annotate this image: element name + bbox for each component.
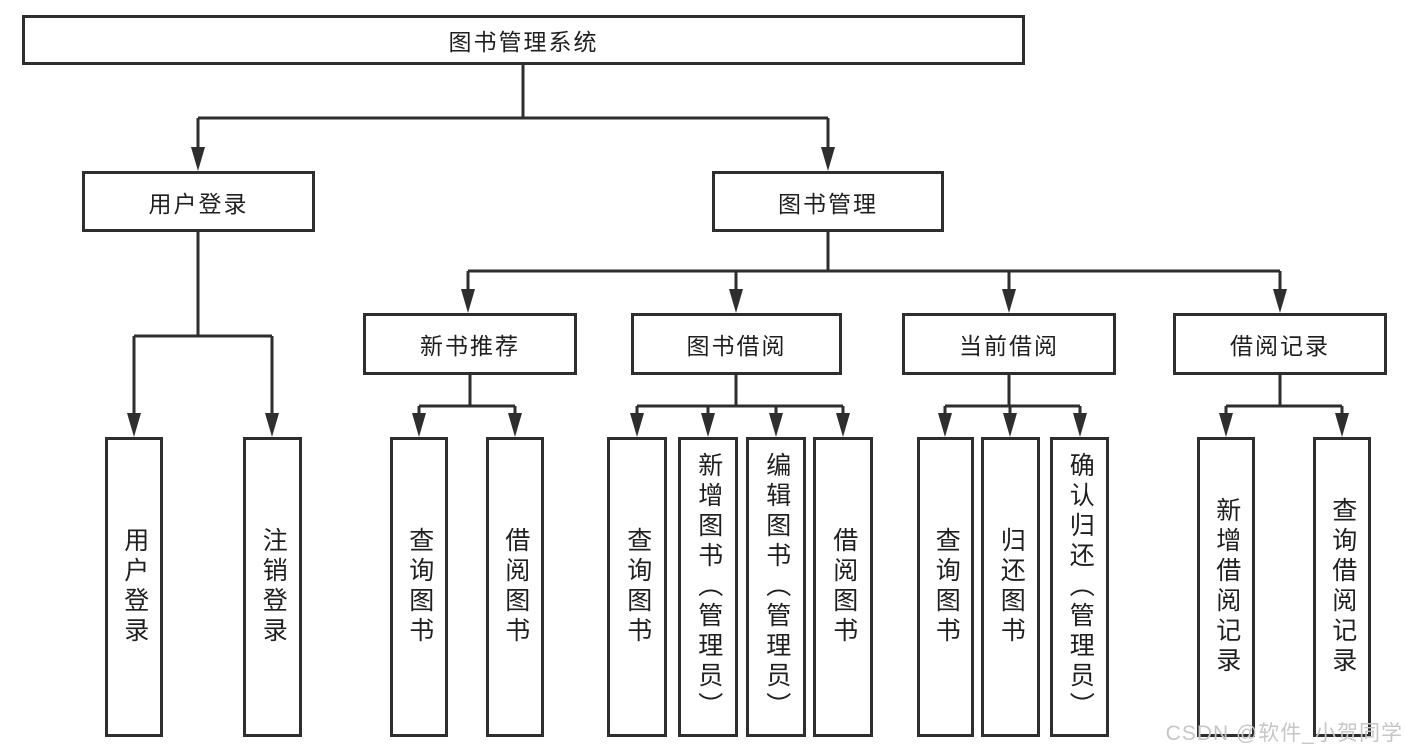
node-label: 当前借阅	[959, 333, 1059, 359]
node-label: 查询借阅记录	[1328, 497, 1357, 677]
node-label: 借阅图书	[829, 527, 858, 647]
node-label: 注销登录	[259, 527, 288, 647]
leaf-confirm-return-admin: 确认归还（管理员）	[1050, 437, 1109, 737]
node-label: 确认归还（管理员）	[1066, 452, 1095, 722]
leaf-query-books-borrowing: 查询图书	[607, 437, 667, 737]
node-library-system: 图书管理系统	[22, 15, 1025, 65]
leaf-borrow-books-borrowing: 借阅图书	[813, 437, 873, 737]
node-user-login: 用户登录	[82, 171, 315, 232]
node-label: 查询图书	[623, 527, 652, 647]
node-label: 归还图书	[997, 527, 1026, 647]
node-current-borrowing: 当前借阅	[902, 313, 1116, 375]
leaf-query-books-recommend: 查询图书	[390, 437, 448, 737]
node-label: 查询图书	[405, 527, 434, 647]
node-label: 查询图书	[932, 527, 961, 647]
leaf-return-books: 归还图书	[981, 437, 1040, 737]
node-book-management: 图书管理	[712, 171, 944, 232]
node-label: 借阅记录	[1230, 333, 1330, 359]
leaf-user-login: 用户登录	[105, 437, 163, 737]
node-label: 图书借阅	[686, 333, 787, 359]
node-label: 新增图书（管理员）	[694, 452, 723, 722]
leaf-query-books-current: 查询图书	[917, 437, 974, 737]
csdn-watermark: CSDN @软件_小贺同学	[1165, 722, 1403, 745]
node-label: 新增借阅记录	[1212, 497, 1241, 677]
node-label: 编辑图书（管理员）	[762, 452, 791, 722]
leaf-logout: 注销登录	[243, 437, 302, 737]
leaf-add-book-admin: 新增图书（管理员）	[678, 437, 738, 737]
leaf-borrow-books-recommend: 借阅图书	[486, 437, 544, 737]
leaf-add-borrow-record: 新增借阅记录	[1197, 437, 1255, 737]
node-new-book-recommend: 新书推荐	[363, 313, 577, 375]
node-borrowing-records: 借阅记录	[1173, 313, 1387, 375]
node-book-borrowing: 图书借阅	[631, 313, 842, 375]
node-label: 图书管理系统	[448, 29, 599, 55]
node-label: 用户登录	[120, 527, 149, 647]
leaf-edit-book-admin: 编辑图书（管理员）	[746, 437, 806, 737]
node-label: 图书管理	[778, 190, 878, 217]
node-label: 用户登录	[148, 190, 249, 217]
node-label: 借阅图书	[501, 527, 530, 647]
node-label: 新书推荐	[420, 333, 520, 359]
leaf-query-borrow-record: 查询借阅记录	[1313, 437, 1371, 737]
